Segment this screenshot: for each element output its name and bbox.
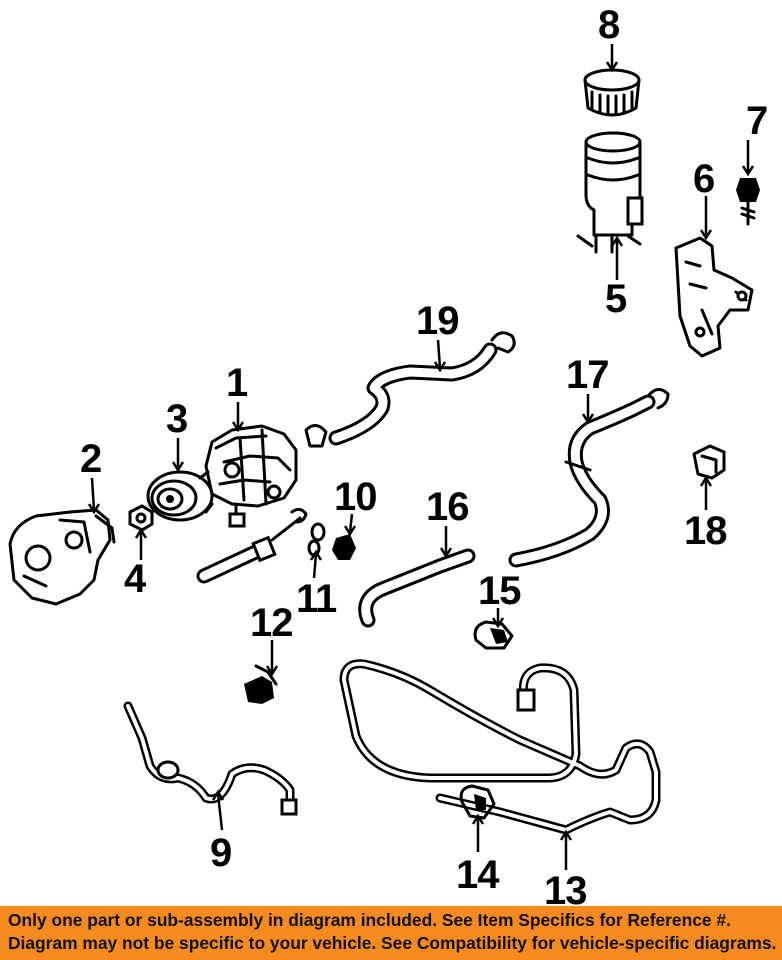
part-return-hose-16 — [358, 548, 476, 628]
callout-4: 4 — [124, 557, 147, 601]
leader-5 — [610, 235, 624, 280]
leader-6 — [699, 196, 713, 241]
callout-12: 12 — [250, 601, 293, 645]
callout-6: 6 — [693, 157, 714, 201]
callout-7: 7 — [746, 99, 767, 143]
leader-1 — [231, 402, 245, 433]
part-clip-18 — [692, 444, 726, 480]
disclaimer-line-2: Diagram may not be specific to your vehi… — [8, 933, 777, 953]
part-union-bolt — [332, 534, 356, 560]
leader-18 — [699, 475, 713, 510]
leader-lines — [87, 44, 755, 870]
part-power-steering-pump — [204, 424, 298, 528]
callout-3: 3 — [166, 397, 187, 441]
callout-15: 15 — [478, 569, 521, 613]
leader-14 — [471, 813, 485, 852]
part-mounting-bracket — [8, 508, 116, 606]
leader-15 — [491, 608, 505, 629]
leader-3 — [171, 438, 185, 473]
part-clip-15 — [473, 620, 514, 650]
callout-13: 13 — [544, 869, 587, 906]
callout-19: 19 — [416, 299, 459, 343]
part-cooler-tube — [339, 659, 661, 835]
callout-labels: 8 5 7 6 1 3 2 4 19 17 18 10 11 16 15 12 … — [80, 3, 768, 906]
callout-16: 16 — [426, 485, 469, 529]
callout-18: 18 — [684, 509, 727, 553]
callout-9: 9 — [210, 831, 231, 875]
part-clamp-12 — [244, 664, 278, 704]
leader-17 — [581, 394, 595, 425]
part-reservoir — [576, 131, 644, 254]
part-pressure-hose-fitting — [196, 507, 308, 584]
callout-14: 14 — [456, 853, 500, 897]
callout-1: 1 — [226, 361, 248, 405]
leader-19 — [433, 339, 447, 373]
part-bolt-7 — [736, 178, 760, 226]
disclaimer-banner: Only one part or sub-assembly in diagram… — [0, 906, 782, 960]
leader-11 — [309, 549, 323, 579]
callout-2: 2 — [80, 437, 101, 481]
callout-5: 5 — [605, 277, 627, 321]
leader-8 — [605, 44, 619, 73]
part-hose-19 — [304, 331, 516, 448]
parts-diagram: 8 5 7 6 1 3 2 4 19 17 18 10 11 16 15 12 … — [8, 3, 768, 906]
part-pulley — [146, 470, 214, 522]
leader-4 — [134, 527, 148, 560]
callout-8: 8 — [598, 3, 620, 47]
part-bracket-6 — [674, 236, 754, 358]
leader-10 — [343, 513, 357, 537]
leader-9 — [211, 789, 225, 831]
part-hose-17 — [508, 388, 670, 568]
part-reservoir-cap — [583, 68, 641, 117]
callout-10: 10 — [334, 475, 377, 519]
leader-2 — [87, 477, 101, 515]
part-nut-4 — [128, 504, 154, 532]
part-o-ring — [307, 522, 326, 557]
disclaimer-line-1: Only one part or sub-assembly in diagram… — [8, 910, 731, 930]
callout-17: 17 — [566, 353, 609, 397]
leader-13 — [559, 829, 573, 870]
leader-12 — [265, 640, 279, 677]
leader-16 — [439, 526, 453, 559]
parts-diagram-svg: 8 5 7 6 1 3 2 4 19 17 18 10 11 16 15 12 … — [8, 3, 768, 906]
part-clip-14 — [459, 784, 496, 820]
leader-7 — [741, 140, 755, 177]
callout-11: 11 — [296, 577, 337, 621]
part-tube-9 — [123, 701, 298, 816]
